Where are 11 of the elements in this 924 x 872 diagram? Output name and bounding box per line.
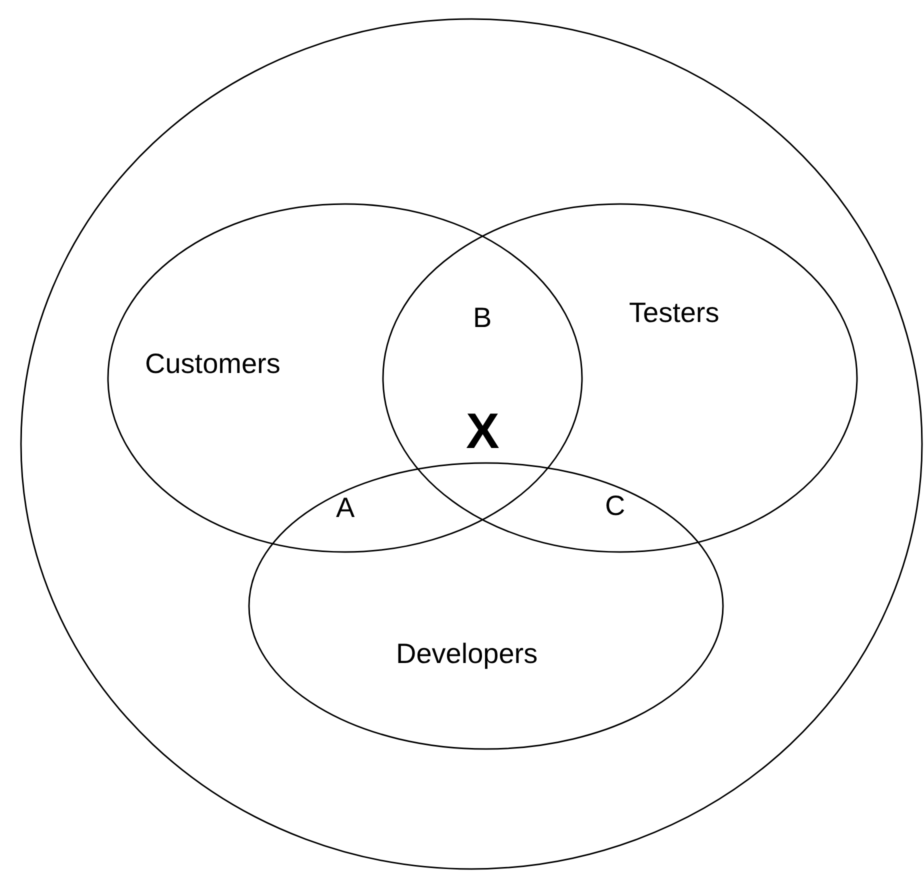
region-label: C [605,492,626,520]
set-label: Customers [145,350,280,378]
region-label: A [336,494,355,522]
region-label: B [473,304,492,332]
set-label: Developers [396,640,538,668]
venn-ellipse [382,203,858,553]
venn-ellipse [107,203,583,553]
outer-circle [20,18,923,870]
set-label: Testers [629,299,720,327]
venn-ellipse [248,462,724,750]
region-label: X [466,406,500,456]
